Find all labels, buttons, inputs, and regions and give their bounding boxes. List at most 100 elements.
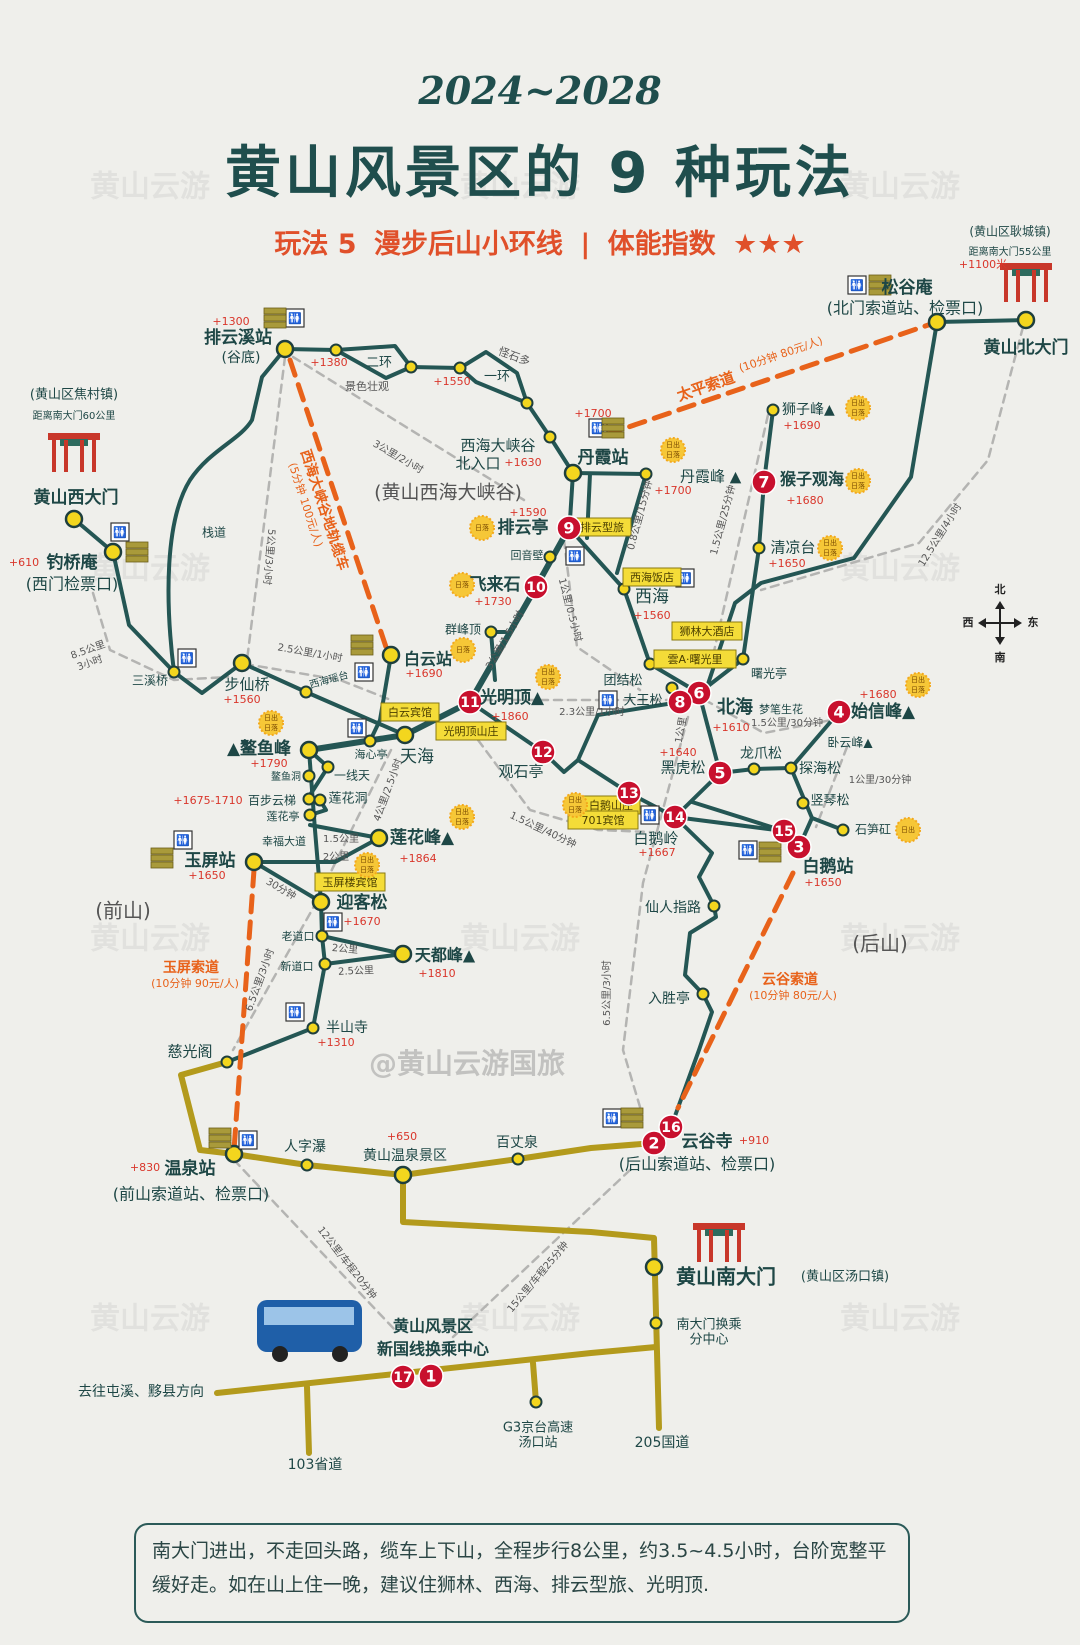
elevation-label: +610 [9,556,39,569]
place-label: 迎客松 [337,892,388,913]
hotel-layer [758,841,782,849]
scenic-node [321,760,335,774]
place-label: 新道口 [281,959,314,973]
hotel-name: 狮林大酒店 [680,624,735,638]
place-label: (黄山区汤口镇) [801,1270,889,1285]
sunrise-label: 日出 [823,538,837,547]
route-marker-number: 15 [774,824,793,840]
sunset-label: 日落 [851,481,865,490]
gate-plaque [705,1229,733,1236]
trail [458,350,529,405]
station-node [381,645,401,665]
route-marker-12 [530,739,556,765]
station-node [103,542,123,562]
route-marker-number: 4 [833,703,844,722]
place-label: 始信峰▲ [851,701,916,722]
hotel-layer [150,854,174,862]
place-label: 天都峰▲ [415,946,476,965]
gate-pillar [725,1230,729,1262]
scenic-node [796,796,810,810]
place-label: 二环 [366,356,392,371]
hotel-layer [350,634,374,642]
toilet-icon: 🚻 [110,522,130,542]
route-marker-number: 14 [665,810,685,826]
route-marker-number: 10 [526,580,546,596]
toilet-glyph: 🚻 [850,279,864,292]
toilet-glyph: 🚻 [643,809,657,822]
station-node [393,944,413,964]
walking-distance-path [703,698,849,735]
station-node [224,1144,244,1164]
walking-distance-path [231,748,393,1052]
place-label: 海心亭 [355,747,388,761]
place-label: 仙人指路 [645,900,701,916]
route-marker-number: 7 [758,473,769,492]
distance-label: 2.3公里/1小时 [559,706,625,718]
toilet-box [347,718,367,738]
toilet-glyph: 🚻 [180,652,194,665]
gate-pillar [1044,270,1048,302]
hotel-layer [758,855,782,863]
toilet-box [565,546,585,566]
place-label: 回音壁 [511,548,544,562]
toilet-box [285,1002,305,1022]
sun-badge-icon [845,395,871,421]
elevation-label: +1560 [633,609,670,622]
hotel-layer [758,848,782,856]
hotel-tag [380,702,440,722]
route-marker-2 [641,1130,667,1156]
place-label: 光明顶▲ [479,687,545,708]
walking-distance-path [621,715,690,1109]
scenic-node [784,761,798,775]
elevation-label: +1640 [659,746,696,759]
elevation-label: +830 [130,1161,160,1174]
elevation-label: +1690 [405,667,442,680]
route-marker-15 [771,818,797,844]
sun-badge-icon [354,852,380,878]
place-label: 白鹅站 [803,856,854,877]
place-label: 北入口 [455,455,500,473]
compass-arrow [995,601,1005,609]
elevation-label: +1300 [212,315,249,328]
sunset-label: 日落 [541,677,555,686]
cableway-label: (10分钟 80元/人) [737,333,825,375]
scenic-node [696,987,710,1001]
route-marker-number: 9 [563,519,574,538]
trail [690,800,786,833]
toilet-glyph: 🚻 [741,844,755,857]
toilet-icon: 🚻 [602,1108,622,1128]
distance-label: 1.5公里 [323,833,359,845]
walking-distance-path [562,538,642,692]
walking-distance-path [476,738,652,834]
elevation-label: +1650 [188,869,225,882]
place-label: 景色壮观 [345,379,389,393]
separator: | [580,229,591,260]
watermark-logo: 黄山云游 [840,170,960,205]
place-label: 曙光亭 [751,666,787,681]
place-label: (前山) [95,899,151,923]
scenic-node [315,929,329,943]
place-label: 莲花峰▲ [390,827,455,848]
gate-pillar [697,1230,701,1262]
toilet-glyph: 🚻 [568,550,582,563]
place-label: 百步云梯 [248,794,296,808]
elevation-label: +1310 [317,1036,354,1049]
hotel-name: 白云宾馆 [388,705,432,719]
hotel-layer [150,861,174,869]
toilet-box [354,662,374,682]
elevation-label: +1560 [223,693,260,706]
sunset-label: 日落 [823,548,837,557]
route-marker-8 [667,689,693,715]
trail [576,700,682,762]
sunset-label: 日落 [456,645,470,654]
distance-label: 6.5公里/3小时 [601,960,613,1026]
elevation-label: +1810 [418,967,455,980]
place-label: 天海 [400,747,434,767]
scenic-node [543,430,557,444]
sun-badge-icon [450,637,476,663]
gate-pillar [709,1230,713,1262]
place-label: 团结松 [603,674,642,689]
trail [673,815,786,833]
place-label: 松谷庵 [882,277,933,298]
place-label: 百丈泉 [496,1134,538,1151]
